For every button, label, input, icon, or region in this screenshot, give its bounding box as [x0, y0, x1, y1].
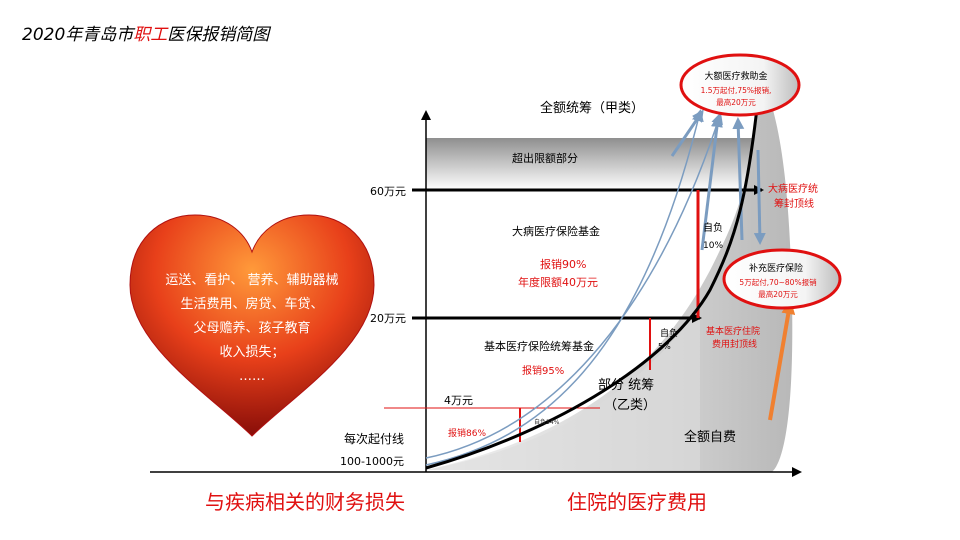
label-4w: 4万元 — [444, 394, 473, 407]
blue-arrow-5 — [732, 117, 745, 241]
loss-heart-shape — [129, 214, 375, 437]
financial-loss-caption: 与疾病相关的财务损失 — [205, 490, 405, 514]
page-title: 2020年青岛市职工医保报销简图 — [22, 20, 269, 45]
supplementary-line1: 5万起付,70~80%报销 — [739, 277, 817, 287]
title-highlight: 职工 — [133, 25, 168, 45]
heart-line: 生活费用、房贷、车贷、 — [180, 297, 324, 312]
heart-line: 父母赡养、孩子教育 — [193, 321, 311, 336]
full-pooling-label: 全额统筹（甲类） — [540, 100, 644, 116]
orange-arrow — [768, 300, 796, 421]
partial-pooling-label-2: （乙类） — [604, 398, 656, 413]
deductible-range: 100-1000元 — [340, 455, 404, 468]
serious-fund-label: 大病医疗保险基金 — [512, 224, 600, 238]
partial-pooling-label: 部分 统筹 — [598, 377, 654, 393]
basic-self-pct: 5% — [658, 342, 671, 351]
low-rate-label: 报销86% — [448, 427, 486, 439]
serious-cap-label: 大病医疗统 — [768, 182, 818, 195]
basic-self-label: 自负 — [660, 327, 678, 339]
rescue-line2: 最高20万元 — [716, 97, 756, 107]
heart-line: …… — [239, 369, 265, 384]
basic-fund-label: 基本医疗保险统筹基金 — [484, 339, 594, 353]
hospital-cost-caption: 住院的医疗费用 — [567, 490, 707, 514]
blue-curve-1 — [425, 109, 704, 466]
heart-line: 收入损失； — [219, 345, 285, 360]
serious-cap-label-2: 筹封顶线 — [774, 197, 814, 210]
label-60w: 60万元 — [370, 185, 406, 198]
rescue-line1: 1.5万起付,75%报销, — [701, 85, 772, 95]
heart-line: 运送、看护、 营养、辅助器械 — [165, 273, 339, 288]
blue-arrow-3 — [670, 109, 704, 157]
basic-cap-label-2: 费用封顶线 — [712, 338, 757, 350]
over-limit-label: 超出限额部分 — [512, 151, 578, 165]
rescue-title: 大额医疗救助金 — [704, 70, 767, 82]
supplementary-title: 补充医疗保险 — [749, 262, 803, 274]
serious-self-label: 自负 — [703, 221, 723, 234]
self-paid-region — [426, 80, 793, 472]
title-prefix: 2020年青岛市 — [22, 25, 134, 45]
blue-curve-2 — [425, 112, 723, 459]
title-suffix: 医保报销简图 — [167, 25, 270, 45]
self-paid-label: 全额自费 — [684, 429, 736, 445]
serious-self-pct: 10% — [703, 241, 723, 251]
blue-arrow-6 — [753, 149, 766, 245]
rescue-fund-oval — [679, 53, 801, 117]
self-paid-fill-lower — [426, 320, 700, 470]
basic-rate-label: 报销95% — [522, 364, 564, 377]
basic-cap-label: 基本医疗住院 — [706, 325, 760, 337]
blue-arrow-4 — [700, 115, 723, 251]
label-20w: 20万元 — [370, 312, 406, 325]
cost-curve — [425, 79, 762, 470]
supplementary-insurance-oval — [722, 248, 842, 310]
serious-rate-label: 报销90% — [540, 257, 586, 271]
over-limit-band — [426, 138, 756, 190]
supplementary-line2: 最高20万元 — [758, 289, 798, 299]
heart-text: 运送、看护、 营养、辅助器械 生活费用、房贷、车贷、 父母赡养、孩子教育 收入损… — [128, 269, 376, 389]
low-self-label: 自负14% — [534, 418, 560, 426]
deductible-title: 每次起付线 — [344, 431, 404, 446]
serious-limit-label: 年度限额40万元 — [518, 275, 598, 289]
